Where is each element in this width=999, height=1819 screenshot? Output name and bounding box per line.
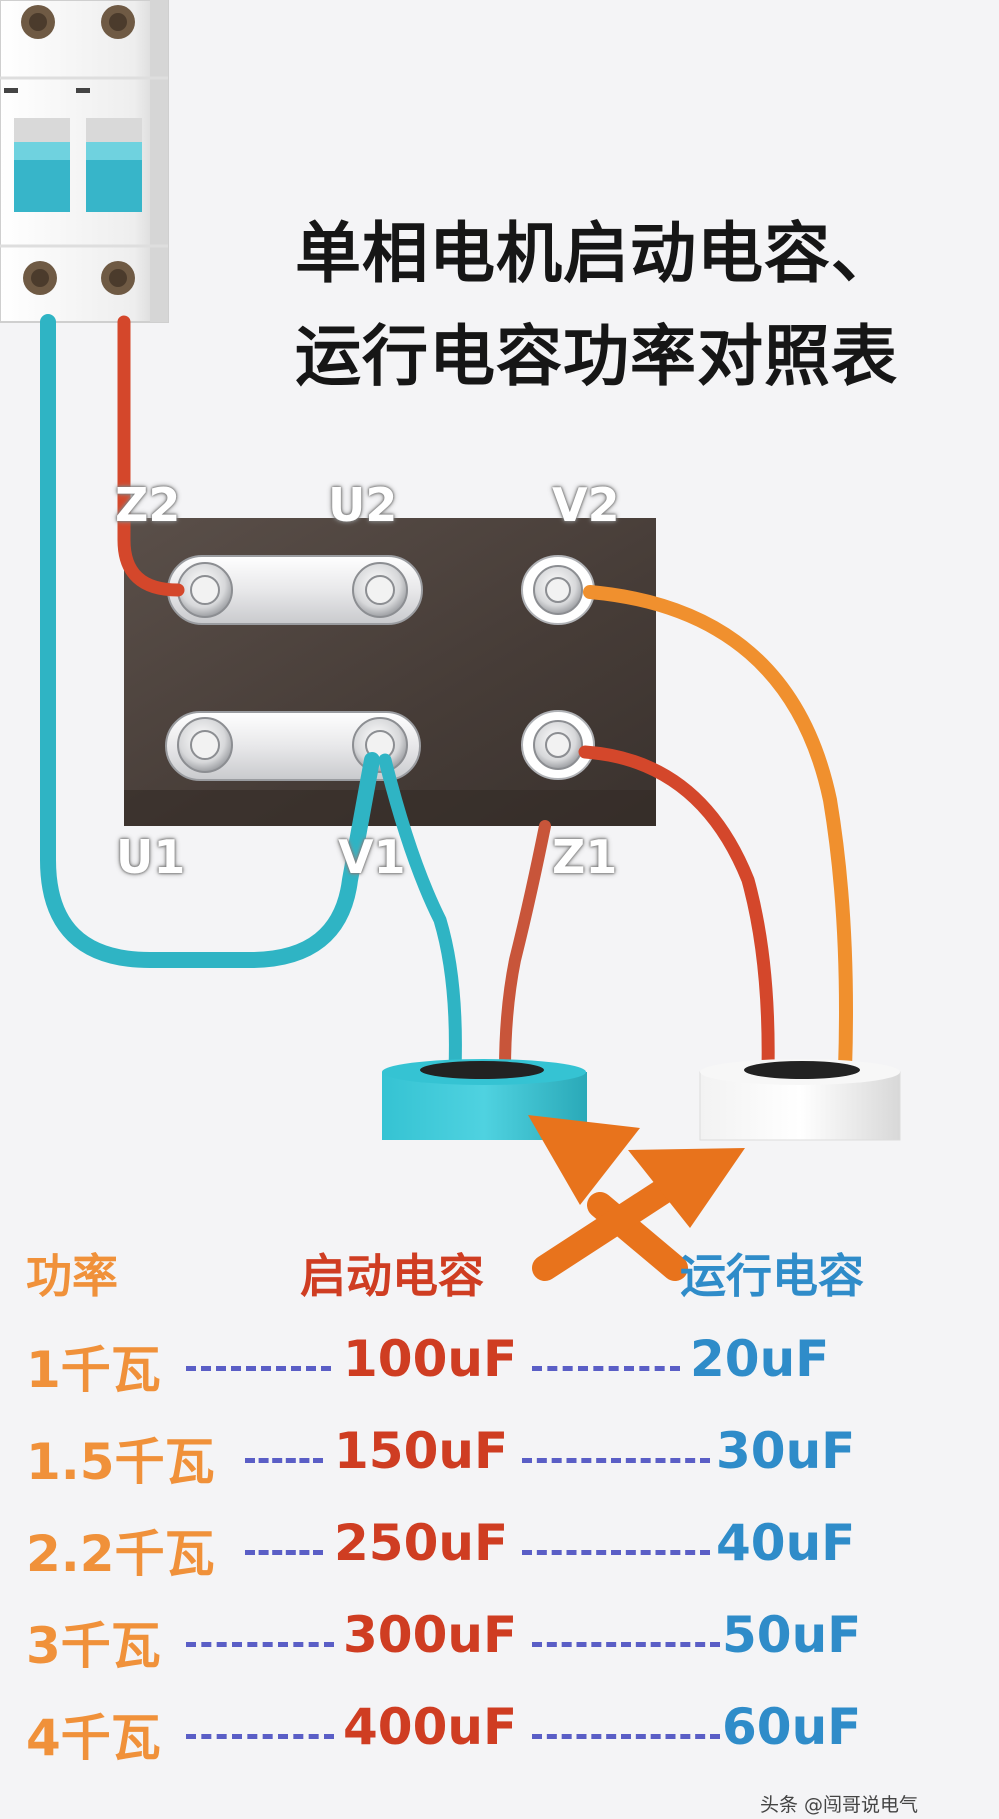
row-dash-divider	[532, 1366, 680, 1371]
table-header-start: 启动电容	[300, 1249, 484, 1303]
terminal-label-z2: Z2	[115, 478, 181, 532]
wires	[40, 314, 853, 1077]
breaker-toggle-highlight	[14, 142, 70, 160]
table-row: 1千瓦 100uF 20uF	[0, 1330, 999, 1410]
table-row: 2.2千瓦 250uF 40uF	[0, 1514, 999, 1594]
table-header-run: 运行电容	[680, 1249, 864, 1303]
wire-red-supply	[117, 315, 185, 597]
terminal-label-u2: U2	[328, 478, 398, 532]
arrow-to-run-capacitor-icon	[628, 1148, 745, 1228]
terminal-label-z1: Z1	[552, 830, 618, 884]
page-title-line-2: 运行电容功率对照表	[295, 318, 898, 395]
wire-red-capacitor	[499, 820, 551, 1076]
wire-red-run	[578, 745, 775, 1077]
breaker-screw-icon	[109, 269, 127, 287]
arrow-to-start-capacitor-icon	[528, 1115, 640, 1205]
page-title-line-1: 单相电机启动电容、	[295, 215, 898, 292]
terminal-label-v1: V1	[338, 830, 406, 884]
table-cell-start: 150uF	[334, 1422, 509, 1480]
breaker-screw-icon	[31, 269, 49, 287]
table-cell-start: 250uF	[334, 1514, 509, 1572]
row-dash-divider	[522, 1550, 710, 1555]
breaker-side-shadow	[150, 0, 168, 322]
wire-orange-run	[583, 585, 853, 1077]
table-row: 4千瓦 400uF 60uF	[0, 1698, 999, 1778]
terminal-bolt-icon	[521, 710, 595, 780]
run-capacitor	[699, 1059, 901, 1141]
table-header-row: 功率 启动电容 运行电容	[0, 1240, 999, 1320]
terminal-bolt-icon	[352, 562, 408, 618]
start-capacitor-seal	[420, 1061, 544, 1079]
table-cell-power: 1.5千瓦	[26, 1433, 215, 1491]
table-cell-run: 20uF	[690, 1330, 830, 1388]
terminal-bolt-icon	[177, 717, 233, 773]
breaker-label-mark	[76, 88, 90, 93]
table-cell-run: 30uF	[716, 1422, 856, 1480]
table-header-power: 功率	[26, 1249, 118, 1303]
table-cell-power: 3千瓦	[26, 1617, 161, 1675]
terminal-label-u1: U1	[116, 830, 186, 884]
table-cell-power: 2.2千瓦	[26, 1525, 215, 1583]
breaker-screw-icon	[109, 13, 127, 31]
table-row: 1.5千瓦 150uF 30uF	[0, 1422, 999, 1502]
start-capacitor	[382, 1059, 587, 1140]
table-cell-power: 1千瓦	[26, 1341, 161, 1399]
arrow-to-run-capacitor-icon	[532, 1175, 681, 1281]
breaker-label-mark	[4, 88, 18, 93]
row-dash-divider	[186, 1734, 334, 1739]
circuit-breaker	[0, 0, 169, 323]
table-cell-start: 100uF	[343, 1330, 518, 1388]
breaker-toggle-highlight	[86, 142, 142, 160]
table-row: 3千瓦 300uF 50uF	[0, 1606, 999, 1686]
row-dash-divider	[245, 1550, 323, 1555]
crossing-arrows	[528, 1115, 745, 1281]
wire-blue-supply	[40, 314, 380, 968]
wire-blue-capacitor	[378, 753, 462, 1077]
watermark: 头条 @闯哥说电气	[760, 1794, 919, 1816]
terminal-label-v2: V2	[552, 478, 620, 532]
link-plate-bottom	[165, 711, 421, 781]
terminal-bolt-icon	[177, 562, 233, 618]
row-dash-divider	[532, 1734, 720, 1739]
table-cell-run: 60uF	[722, 1698, 862, 1756]
table-cell-power: 4千瓦	[26, 1709, 161, 1767]
row-dash-divider	[245, 1458, 323, 1463]
terminal-bolt-icon	[521, 555, 595, 625]
table-cell-run: 40uF	[716, 1514, 856, 1572]
breaker-screw-icon	[29, 13, 47, 31]
run-capacitor-seal	[744, 1061, 860, 1079]
row-dash-divider	[186, 1642, 334, 1647]
table-cell-run: 50uF	[722, 1606, 862, 1664]
row-dash-divider	[186, 1366, 331, 1371]
table-cell-start: 300uF	[343, 1606, 518, 1664]
table-cell-start: 400uF	[343, 1698, 518, 1756]
row-dash-divider	[522, 1458, 710, 1463]
row-dash-divider	[532, 1642, 720, 1647]
